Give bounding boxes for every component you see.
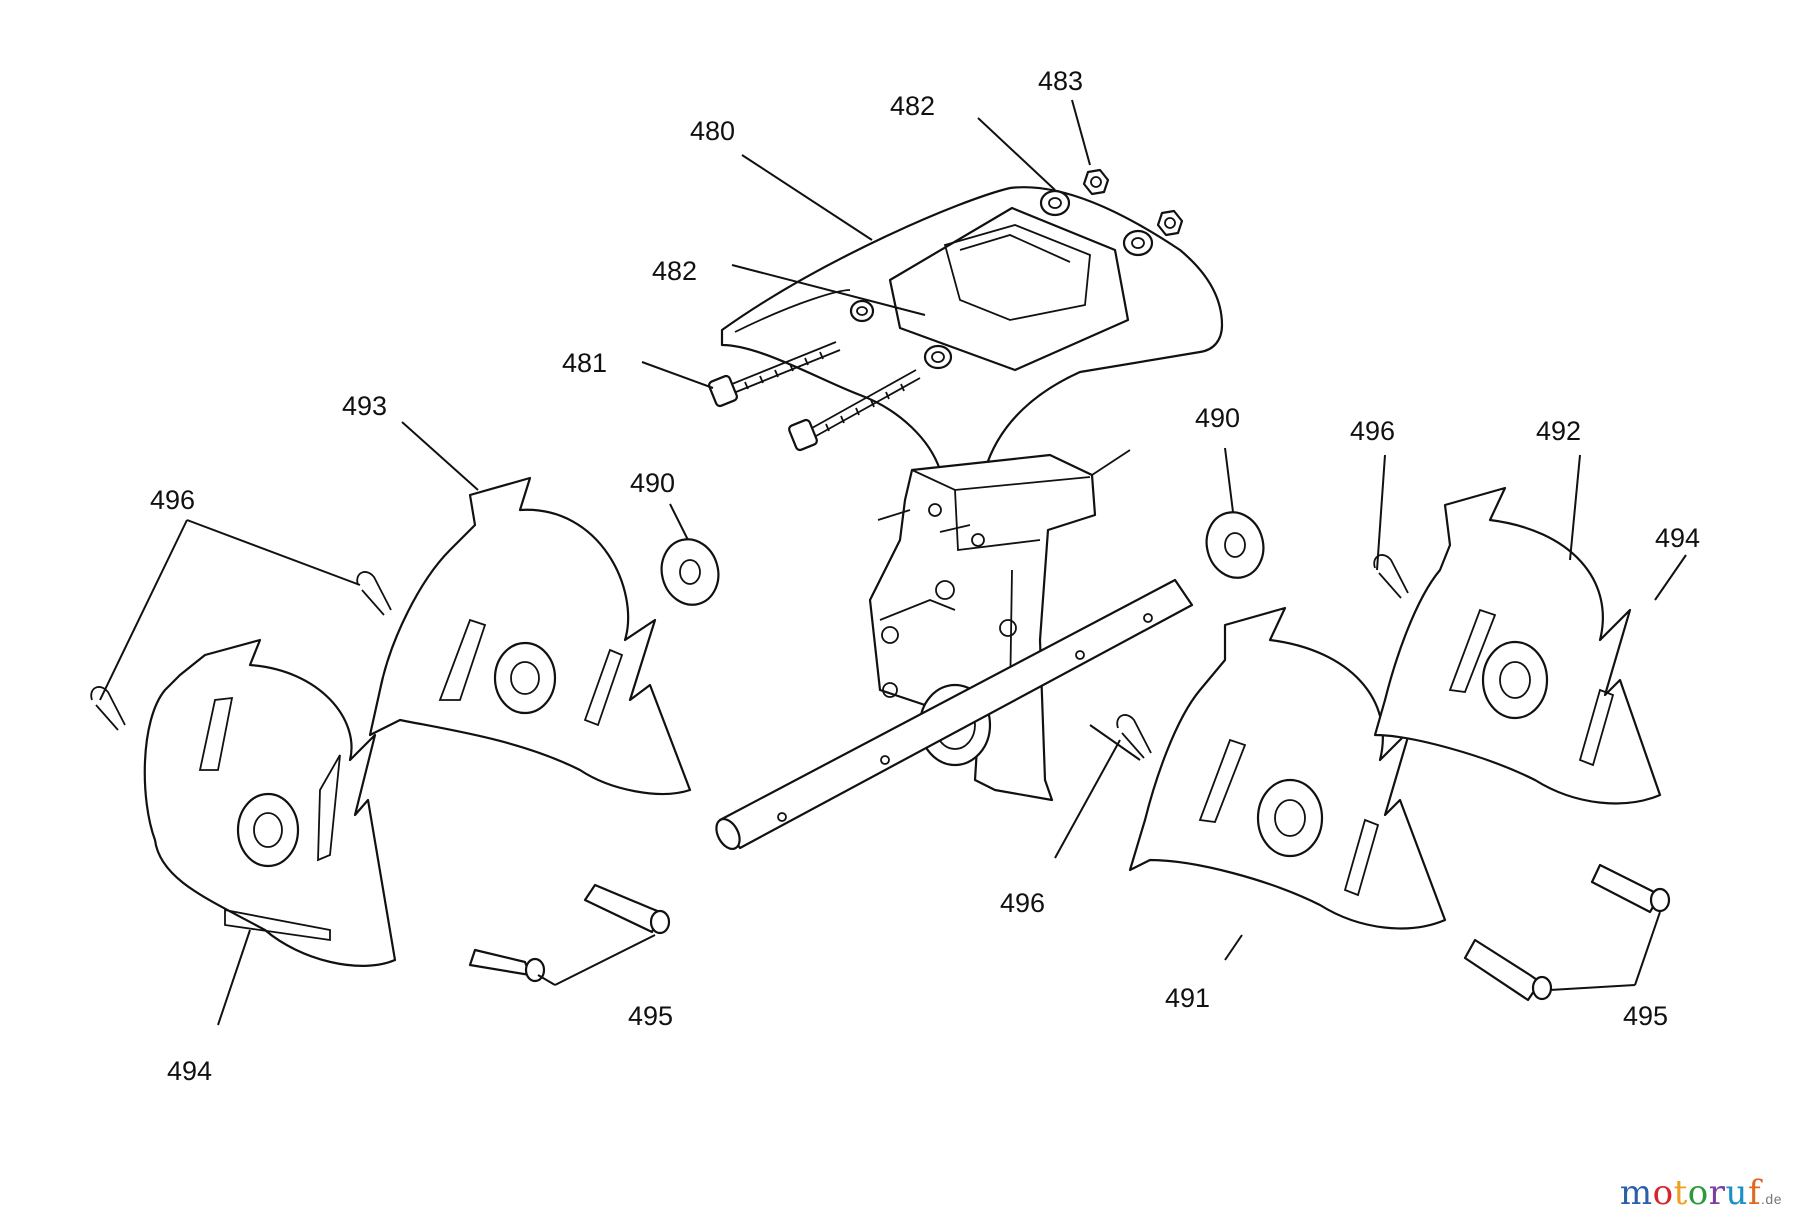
logo-letter: r <box>1708 1173 1726 1213</box>
callout-493: 493 <box>342 391 387 421</box>
logo-letter: m <box>1619 1173 1653 1213</box>
clevis-pin-495-c <box>1463 938 1553 1002</box>
callout-482-top: 482 <box>890 91 935 121</box>
spacer-482-mid <box>923 344 953 370</box>
tine-494-front-left <box>143 638 397 967</box>
tine-shaft <box>715 578 1194 850</box>
hairpin-clip-496-d <box>1373 554 1409 599</box>
callout-492: 492 <box>1536 416 1581 446</box>
logo-letter: u <box>1725 1173 1748 1213</box>
callout-496-center: 496 <box>1000 888 1045 918</box>
logo-domain-suffix: .de <box>1761 1191 1782 1207</box>
callout-496-left: 496 <box>150 485 195 515</box>
hairpin-clip-496-b <box>356 571 392 616</box>
tine-492-rear-right <box>1373 486 1662 805</box>
washer-490-right <box>1205 511 1265 579</box>
leader-lines <box>99 99 1687 1026</box>
logo-letter: f <box>1747 1173 1762 1213</box>
callout-482-left: 482 <box>652 256 697 286</box>
tine-493-rear-left <box>368 476 692 796</box>
callout-491: 491 <box>1165 983 1210 1013</box>
callout-481: 481 <box>562 348 607 378</box>
clevis-pin-495-b <box>468 948 546 983</box>
spacer-482-top-a <box>1039 189 1071 217</box>
bolt-481-upper <box>708 341 841 408</box>
spacer-482-left <box>849 299 875 323</box>
tine-491-front-right <box>1128 606 1447 930</box>
callout-483: 483 <box>1038 66 1083 96</box>
spacer-482-top-b <box>1122 229 1154 257</box>
nut-483-a <box>1082 168 1110 196</box>
hairpin-clip-496-c <box>1116 714 1152 759</box>
logo-letter: o <box>1687 1173 1709 1213</box>
tine-shield-part <box>720 186 1224 480</box>
washer-490-left <box>660 538 720 606</box>
callout-495-right: 495 <box>1623 1001 1668 1031</box>
callout-480: 480 <box>690 116 735 146</box>
bolt-481-lower <box>788 369 921 452</box>
nut-483-b <box>1156 209 1184 237</box>
clevis-pin-495-a <box>583 883 671 935</box>
logo-letter: t <box>1673 1173 1688 1213</box>
callout-490-right: 490 <box>1195 403 1240 433</box>
callout-494-left: 494 <box>167 1056 212 1086</box>
callout-495-left: 495 <box>628 1001 673 1031</box>
clevis-pin-495-d <box>1590 863 1671 914</box>
callout-494-right: 494 <box>1655 523 1700 553</box>
motoruf-logo: motoruf.de <box>1620 1173 1782 1213</box>
hairpin-clip-496-a <box>90 686 126 731</box>
callout-490-left: 490 <box>630 468 675 498</box>
logo-letter: o <box>1652 1173 1674 1213</box>
callout-496-right: 496 <box>1350 416 1395 446</box>
